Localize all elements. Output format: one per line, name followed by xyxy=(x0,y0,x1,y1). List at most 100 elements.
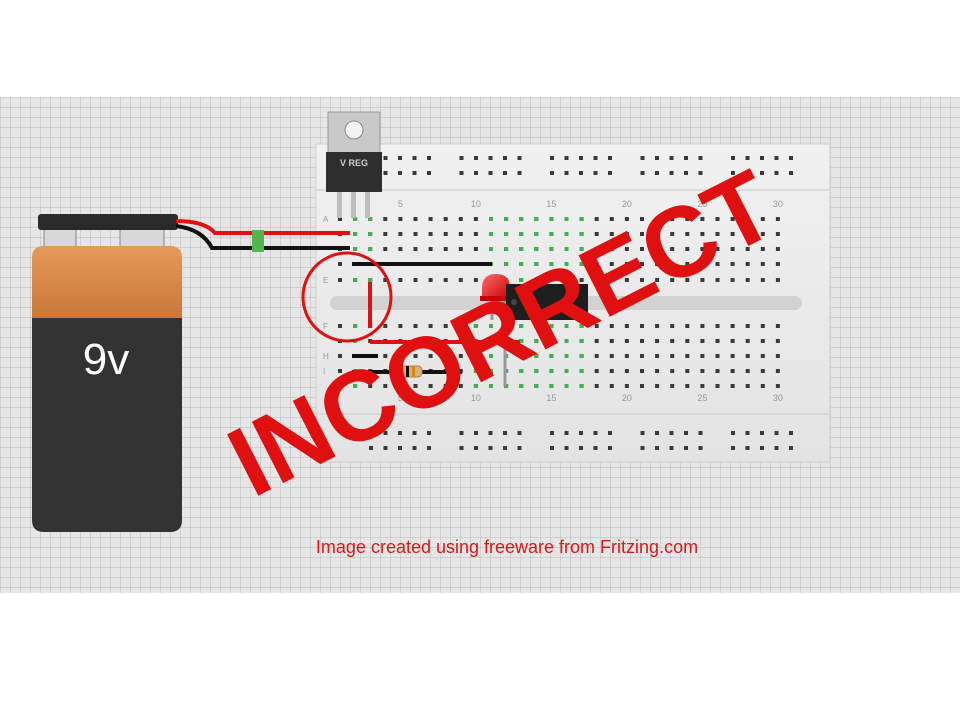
breadboard-hole xyxy=(640,339,644,343)
connected-hole xyxy=(368,232,373,236)
breadboard-hole xyxy=(428,324,433,328)
breadboard-hole xyxy=(338,369,342,373)
row-label: A xyxy=(323,215,329,224)
breadboard-hole xyxy=(760,339,765,343)
breadboard-hole xyxy=(700,232,705,236)
connected-hole xyxy=(519,278,524,282)
breadboard-hole xyxy=(338,262,342,266)
rail-hole xyxy=(398,171,402,175)
breadboard-hole xyxy=(760,278,765,282)
breadboard-hole xyxy=(624,339,629,343)
rail-hole xyxy=(655,156,659,160)
rail-hole xyxy=(774,156,779,160)
breadboard-hole xyxy=(700,354,705,358)
column-label: 20 xyxy=(622,393,632,403)
connected-hole xyxy=(489,369,493,373)
rail-hole xyxy=(774,431,779,435)
breadboard-hole xyxy=(609,339,614,343)
breadboard-hole xyxy=(715,354,720,358)
rail-hole xyxy=(789,431,793,435)
rail-hole xyxy=(488,171,493,175)
breadboard-hole xyxy=(655,369,660,373)
breadboard-hole xyxy=(745,339,750,343)
breadboard-hole xyxy=(715,247,720,251)
rail-hole xyxy=(684,446,688,450)
connected-hole xyxy=(519,384,524,388)
connected-hole xyxy=(353,278,358,282)
breadboard-hole xyxy=(473,217,478,221)
breadboard-hole xyxy=(670,339,675,343)
rail-hole xyxy=(412,156,417,160)
rail-hole xyxy=(760,431,764,435)
breadboard-hole xyxy=(398,384,403,388)
breadboard-hole xyxy=(730,217,735,221)
rail-hole xyxy=(383,156,388,160)
breadboard-hole xyxy=(775,369,780,373)
connected-hole xyxy=(534,262,539,266)
breadboard-hole xyxy=(624,278,629,282)
breadboard-hole xyxy=(700,324,705,328)
battery-label: 9v xyxy=(83,335,129,384)
column-label: 10 xyxy=(471,199,481,209)
breadboard-hole xyxy=(413,354,418,358)
breadboard-hole xyxy=(700,217,705,221)
row-label: I xyxy=(323,367,325,376)
connected-hole xyxy=(504,247,509,251)
breadboard-hole xyxy=(760,369,765,373)
breadboard-hole xyxy=(670,384,675,388)
breadboard-hole xyxy=(383,247,388,251)
breadboard-hole xyxy=(775,278,780,282)
breadboard-hole xyxy=(624,369,629,373)
rail-hole xyxy=(640,446,645,450)
rail-hole xyxy=(608,431,612,435)
rail-hole xyxy=(427,156,431,160)
breadboard-hole xyxy=(443,324,448,328)
breadboard-hole xyxy=(458,354,463,358)
breadboard-hole xyxy=(730,262,735,266)
connected-hole xyxy=(549,369,554,373)
rail-hole xyxy=(640,431,645,435)
connected-hole xyxy=(549,247,554,251)
breadboard-hole xyxy=(670,354,675,358)
connected-hole xyxy=(534,369,539,373)
breadboard-hole xyxy=(775,232,780,236)
breadboard-hole xyxy=(745,354,750,358)
breadboard-hole xyxy=(655,262,660,266)
breadboard-hole xyxy=(760,232,765,236)
breadboard-hole xyxy=(775,339,780,343)
breadboard-hole xyxy=(609,324,614,328)
breadboard-hole xyxy=(473,278,478,282)
breadboard-hole xyxy=(338,278,342,282)
connected-hole xyxy=(368,278,373,282)
rail-hole xyxy=(774,446,779,450)
rail-hole xyxy=(503,171,507,175)
breadboard-hole xyxy=(594,339,599,343)
rail-hole xyxy=(488,156,493,160)
breadboard-hole xyxy=(609,217,614,221)
connected-hole xyxy=(564,324,569,328)
breadboard-hole xyxy=(398,232,403,236)
connected-hole xyxy=(564,217,569,221)
breadboard-hole xyxy=(413,247,418,251)
breadboard-hole xyxy=(624,262,629,266)
connected-hole xyxy=(519,217,524,221)
rail-hole xyxy=(488,446,493,450)
breadboard-hole xyxy=(458,384,463,388)
connected-hole xyxy=(353,324,358,328)
breadboard-hole xyxy=(715,232,720,236)
rail-hole xyxy=(593,156,598,160)
breadboard-hole xyxy=(458,324,463,328)
rail-hole xyxy=(684,156,688,160)
breadboard-hole xyxy=(760,354,765,358)
rail-hole xyxy=(698,431,703,435)
breadboard-hole xyxy=(383,232,388,236)
breadboard-hole xyxy=(700,262,705,266)
resistor xyxy=(393,365,423,378)
breadboard-hole xyxy=(594,384,599,388)
rail-hole xyxy=(459,431,464,435)
rail-hole xyxy=(698,171,703,175)
rail-hole xyxy=(579,446,583,450)
connected-hole xyxy=(564,278,569,282)
breadboard-hole xyxy=(458,217,463,221)
breadboard-hole xyxy=(594,354,599,358)
